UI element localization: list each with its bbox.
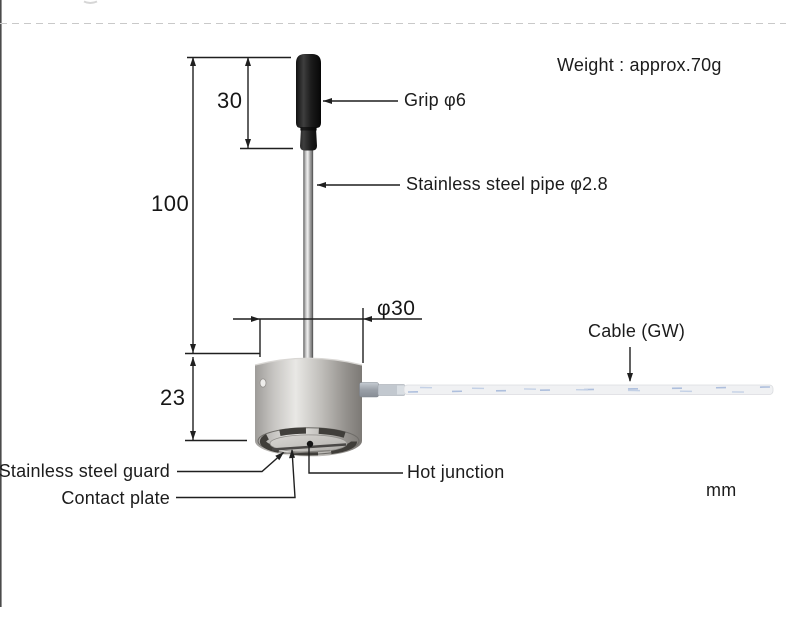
stainless-pipe <box>303 149 314 362</box>
label-guard: Stainless steel guard <box>0 461 170 481</box>
leader-guard <box>177 451 284 473</box>
leader-hot-junction <box>308 446 403 474</box>
label-pipe: Stainless steel pipe φ2.8 <box>406 174 608 194</box>
dim-text-head-diameter: φ30 <box>377 297 416 320</box>
leader-contact-plate <box>176 449 296 499</box>
label-contact-plate: Contact plate <box>61 488 170 508</box>
dim-text-probe-length: 100 <box>151 191 190 216</box>
dim-text-head-height: 23 <box>160 385 186 410</box>
unit-note: mm <box>706 480 737 500</box>
leader-lines <box>176 98 633 499</box>
dim-probe-length <box>185 57 260 355</box>
sensor-head <box>254 357 363 457</box>
dim-text-grip-length: 30 <box>217 88 243 113</box>
cable-assembly <box>359 382 774 398</box>
cropped-top-artifact <box>83 0 98 4</box>
dim-head-height <box>185 357 247 442</box>
head-side-hole <box>259 378 267 388</box>
dim-grip-length <box>187 56 293 150</box>
label-hot-junction: Hot junction <box>407 462 505 482</box>
dim-head-diameter <box>233 308 422 363</box>
grip <box>296 54 321 151</box>
weight-note: Weight : approx.70g <box>557 55 722 75</box>
top-dashed-rule <box>0 0 786 24</box>
cable-connector <box>359 382 379 398</box>
label-cable: Cable (GW) <box>588 321 686 341</box>
label-grip: Grip φ6 <box>404 90 467 110</box>
head-top-rim <box>254 357 363 366</box>
hot-junction-dot <box>306 440 314 448</box>
